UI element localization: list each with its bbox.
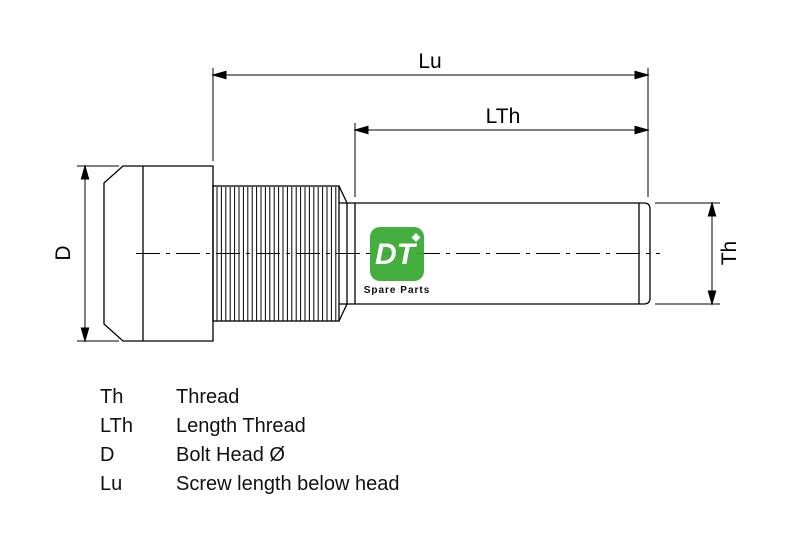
dimension-label-th: Th bbox=[718, 241, 741, 266]
bolt-head bbox=[103, 165, 214, 342]
logo-diamond-icon bbox=[411, 233, 421, 242]
legend-symbol: LTh bbox=[100, 415, 133, 437]
dimension-th: Th bbox=[655, 201, 741, 306]
d-arrow-bottom bbox=[80, 327, 90, 343]
d-arrow-top bbox=[80, 164, 90, 180]
lu-arrow-right bbox=[634, 70, 650, 80]
dimension-label-lth: LTh bbox=[486, 105, 521, 128]
logo-subtext: Spare Parts bbox=[364, 285, 431, 296]
logo-square bbox=[370, 227, 424, 281]
legend: Th Thread LTh Length Thread D Bolt Head … bbox=[100, 383, 399, 499]
lth-arrow-right bbox=[634, 125, 650, 135]
th-arrow-top bbox=[707, 201, 717, 217]
legend-row: LTh Length Thread bbox=[100, 412, 399, 441]
lth-arrow-left bbox=[353, 125, 369, 135]
legend-symbol: Th bbox=[100, 386, 124, 408]
legend-description: Screw length below head bbox=[176, 473, 400, 495]
spline-runout-bottom bbox=[338, 303, 348, 322]
lu-arrow-left bbox=[211, 70, 227, 80]
legend-description: Thread bbox=[176, 386, 240, 408]
th-arrow-bottom bbox=[707, 290, 717, 306]
dimension-label-d: D bbox=[52, 245, 75, 260]
logo-text: DT bbox=[375, 238, 418, 271]
dimension-label-lu: Lu bbox=[418, 50, 441, 73]
legend-symbol: D bbox=[100, 444, 115, 466]
spline-runout-top bbox=[338, 185, 348, 204]
legend-row: Th Thread bbox=[100, 383, 399, 412]
legend-description: Bolt Head Ø bbox=[176, 444, 285, 466]
brand-logo: DT Spare Parts bbox=[364, 227, 431, 296]
legend-row: D Bolt Head Ø bbox=[100, 441, 399, 470]
legend-symbol: Lu bbox=[100, 473, 123, 495]
legend-row: Lu Screw length below head bbox=[100, 470, 399, 499]
dimension-lu: Lu bbox=[211, 50, 650, 197]
legend-description: Length Thread bbox=[176, 415, 306, 437]
dimension-lth: LTh bbox=[353, 105, 650, 197]
dimension-d: D bbox=[52, 164, 119, 343]
